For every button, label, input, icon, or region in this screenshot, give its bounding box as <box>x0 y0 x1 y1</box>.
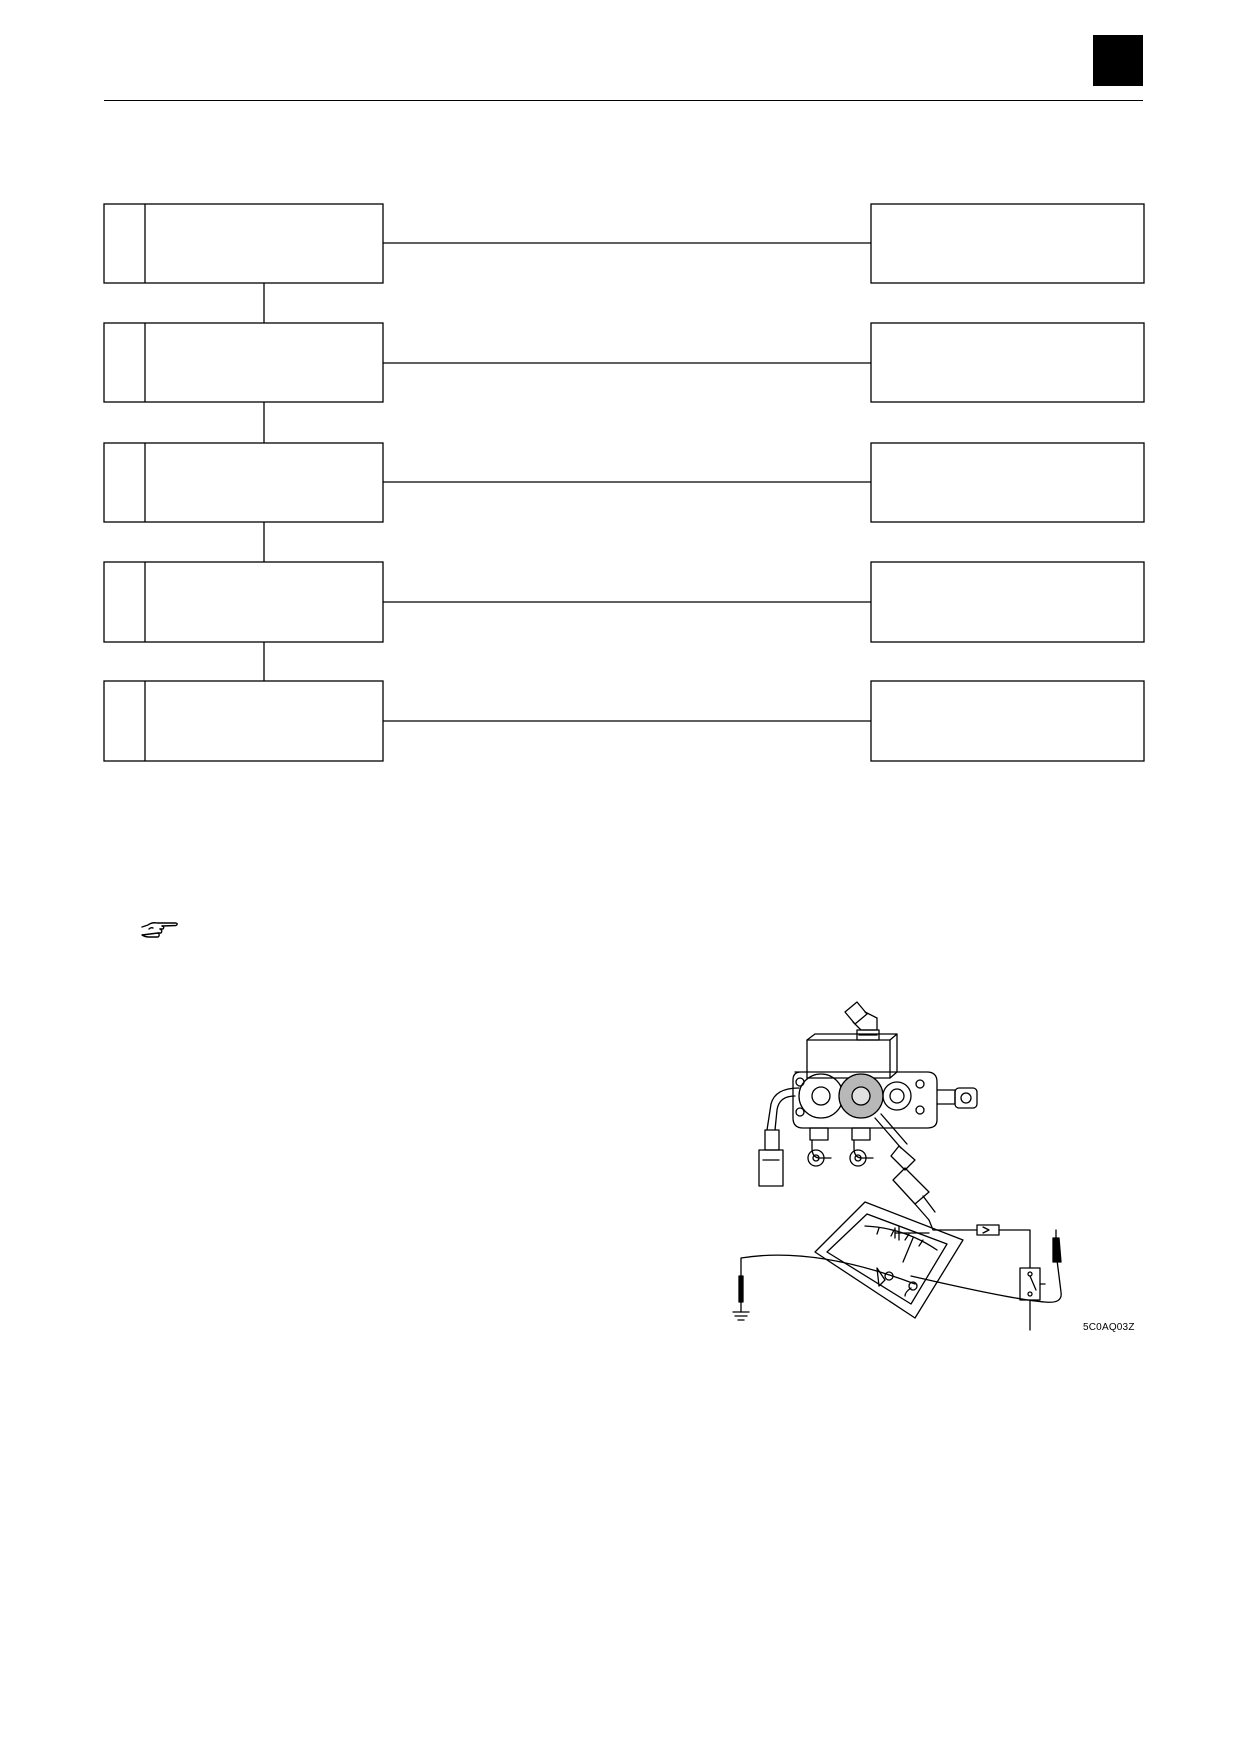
section-tab-marker <box>1093 35 1143 86</box>
step-box <box>103 322 384 403</box>
flow-step-3 <box>103 442 1145 523</box>
test-lead-wires-icon <box>732 1229 1062 1321</box>
flow-step-2 <box>103 322 1145 403</box>
result-box <box>870 442 1145 523</box>
pointing-hand-icon <box>141 922 178 938</box>
circuit-switch-icon <box>958 1224 1046 1331</box>
step-box <box>103 561 384 643</box>
ground-symbol-icon <box>894 1219 960 1241</box>
figure-code-label: 5C0AQ03Z <box>1083 1322 1135 1333</box>
flow-step-4 <box>103 561 1145 643</box>
valve-body-icon <box>792 1033 978 1129</box>
bottom-elbow-fittings-icon <box>807 1127 874 1167</box>
left-wire-harness-icon <box>758 1087 800 1187</box>
result-box <box>870 322 1145 403</box>
multimeter-icon <box>814 1201 964 1319</box>
right-wire-harness-icon <box>874 1113 936 1221</box>
step-box <box>103 680 384 762</box>
valve-test-illustration <box>732 1001 1062 1331</box>
result-box <box>870 680 1145 762</box>
flow-step-1 <box>103 203 1145 284</box>
result-box <box>870 561 1145 643</box>
flow-step-5 <box>103 680 1145 762</box>
step-box <box>103 442 384 523</box>
result-box <box>870 203 1145 284</box>
header-rule <box>104 100 1143 101</box>
step-box <box>103 203 384 284</box>
troubleshooting-flowchart <box>103 203 1145 762</box>
